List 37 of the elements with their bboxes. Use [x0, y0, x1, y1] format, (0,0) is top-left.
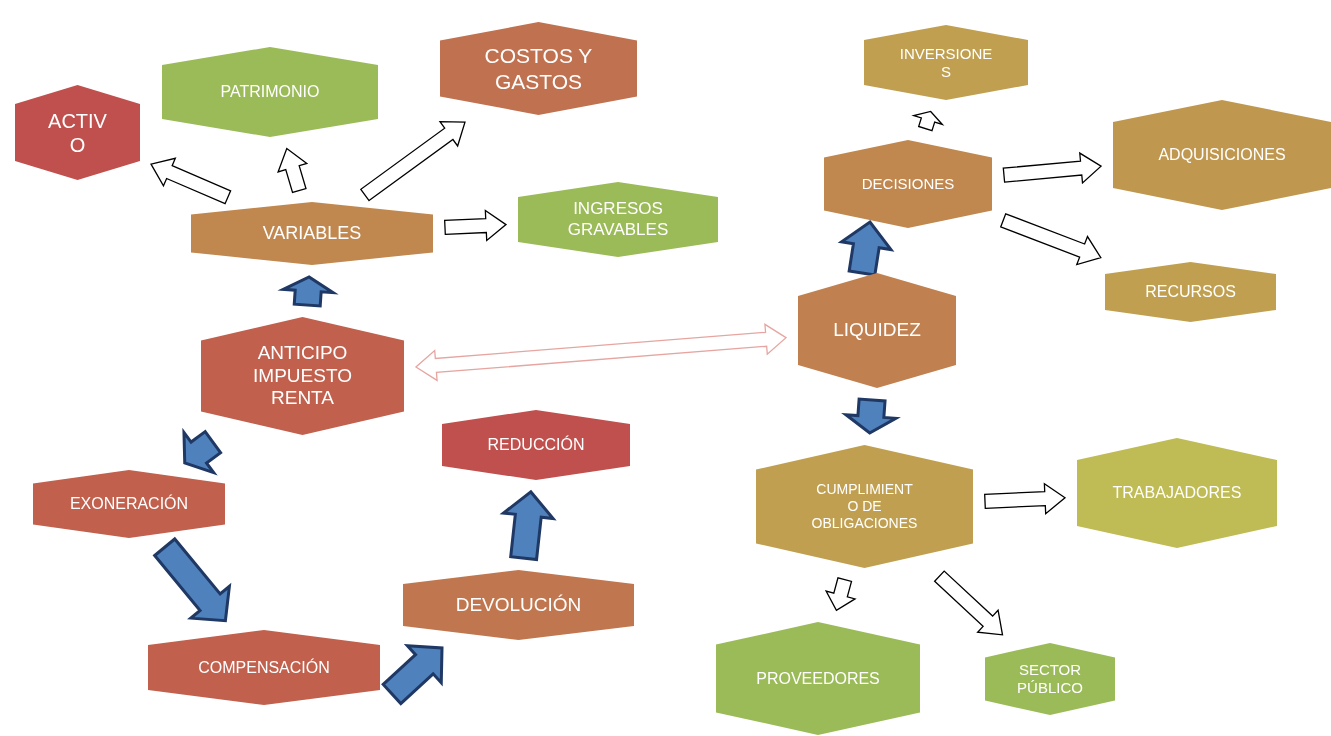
- node-label: ACTIV O: [47, 108, 108, 157]
- node-label: COMPENSACIÓN: [197, 657, 331, 678]
- block-arrow: [444, 209, 508, 242]
- block-arrow: [182, 427, 223, 476]
- node-label: PATRIMONIO: [219, 82, 321, 102]
- block-arrow: [837, 219, 895, 277]
- block-arrow: [152, 536, 232, 623]
- block-arrow: [841, 397, 901, 435]
- node-label: EXONERACIÓN: [68, 494, 190, 514]
- block-arrow: [277, 275, 339, 308]
- block-arrow: [1002, 151, 1103, 185]
- node-label: REDUCCIÓN: [486, 435, 586, 455]
- block-arrow: [150, 157, 232, 205]
- node-label: TRABAJADORES: [1111, 483, 1243, 503]
- node-label: COSTOS Y GASTOS: [483, 43, 594, 94]
- node-label: ANTICIPO IMPUESTO RENTA: [252, 341, 353, 411]
- block-arrow: [359, 121, 466, 202]
- node-label: DECISIONES: [860, 175, 956, 193]
- node-label: ADQUISICIONES: [1157, 145, 1287, 165]
- node-label: RECURSOS: [1144, 282, 1237, 302]
- block-arrow: [381, 644, 444, 706]
- block-arrow: [999, 213, 1102, 266]
- node-label: CUMPLIMIENT O DE OBLIGACIONES: [811, 481, 918, 532]
- node-label: PROVEEDORES: [755, 668, 881, 689]
- node-label: INVERSIONE S: [898, 44, 994, 81]
- block-arrow: [277, 147, 309, 194]
- node-label: LIQUIDEZ: [832, 319, 922, 342]
- node-label: INGRESOS GRAVABLES: [566, 199, 670, 240]
- node-label: DEVOLUCIÓN: [454, 593, 583, 617]
- block-arrow: [824, 576, 857, 612]
- block-arrow: [499, 489, 557, 562]
- block-arrow: [414, 323, 788, 382]
- node-label: VARIABLES: [261, 222, 363, 245]
- node-label: SECTOR PÚBLICO: [1016, 661, 1084, 697]
- block-arrow: [933, 570, 1004, 636]
- block-arrow: [911, 110, 945, 132]
- block-arrow: [984, 482, 1067, 515]
